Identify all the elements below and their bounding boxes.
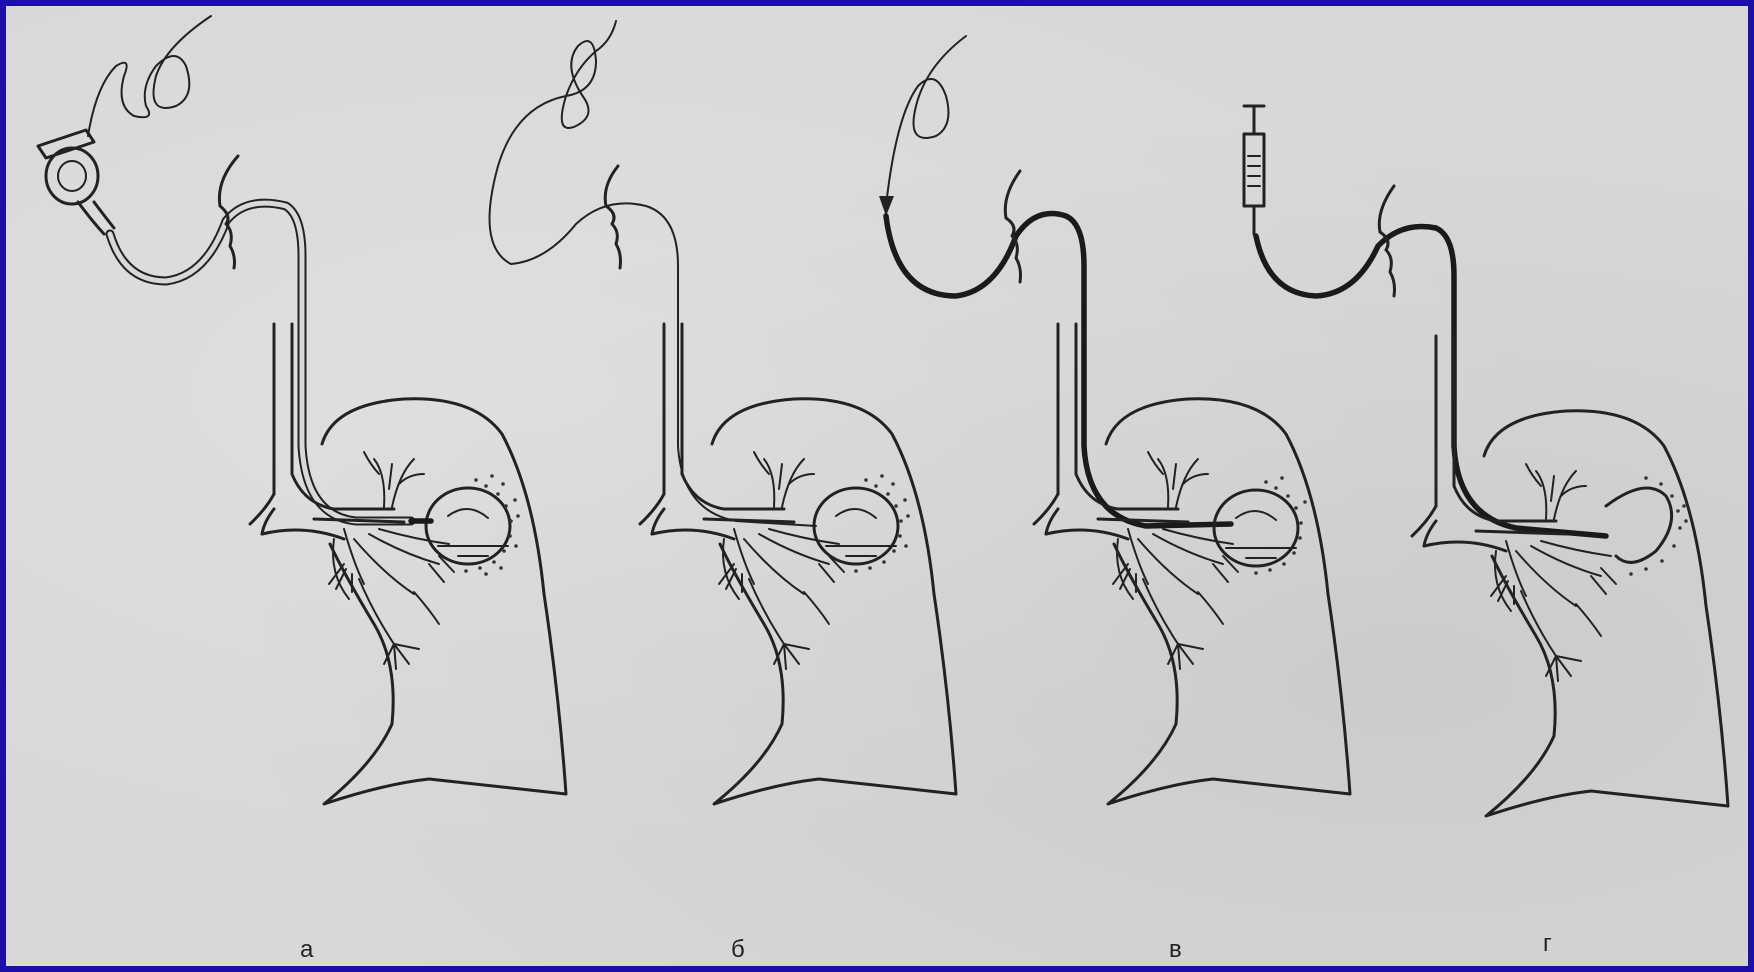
panel-label-g: г xyxy=(1543,930,1552,958)
syringe-icon xyxy=(1244,106,1264,234)
panel-a xyxy=(38,16,566,804)
diagram-canvas xyxy=(6,6,1748,966)
panel-label-b: б xyxy=(731,936,745,964)
cord-spiral-a xyxy=(88,16,211,136)
panel-b xyxy=(490,21,956,804)
figure-frame: а б в г xyxy=(6,6,1748,966)
panel-label-a: а xyxy=(300,936,313,964)
face-profile-b xyxy=(605,166,620,268)
bronchoscope-tube-a xyxy=(110,203,411,521)
catheter-arrow-icon xyxy=(886,36,966,206)
catheter-icon xyxy=(490,21,616,264)
panel-label-v: в xyxy=(1169,936,1182,964)
face-profile-v xyxy=(1005,171,1020,282)
panel-g xyxy=(1244,106,1728,816)
bronchoscope-icon xyxy=(38,130,114,234)
panel-v xyxy=(879,36,1350,804)
